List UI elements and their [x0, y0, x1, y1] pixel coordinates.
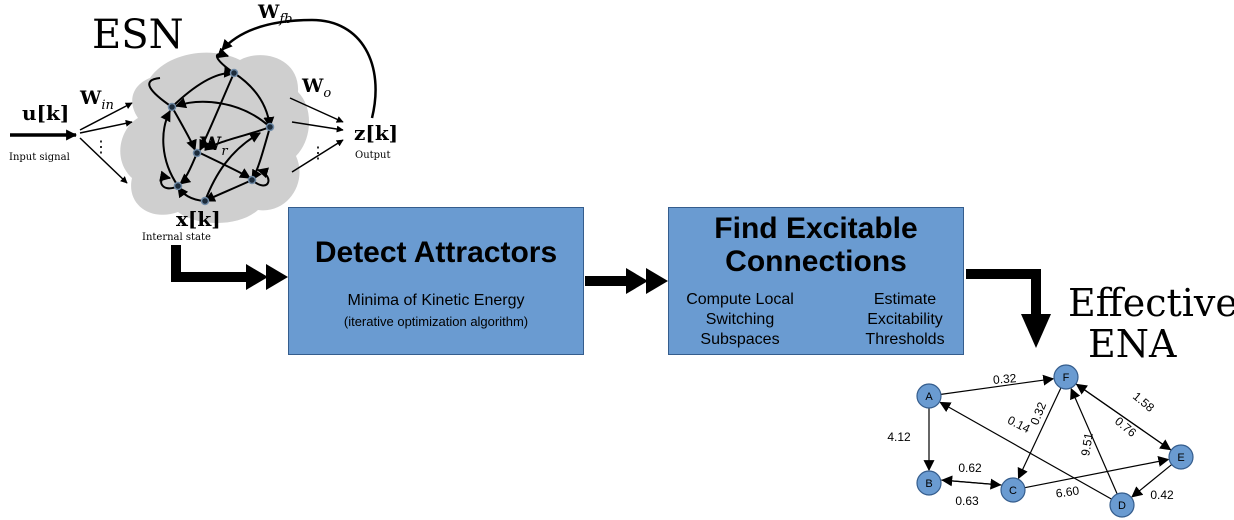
- graph-edge-d-f: [1070, 387, 1118, 495]
- graph-edge-a-f: [940, 374, 1055, 395]
- find-excitable-title-line2: Connections: [725, 245, 907, 278]
- graph-node-e: [1168, 444, 1194, 470]
- reservoir-neurons: [167, 68, 275, 206]
- detect-attractors-line2: (iterative optimization algorithm): [343, 314, 529, 329]
- flow-arrow-3: [966, 269, 1051, 348]
- w-fb-label: Wfb: [257, 1, 292, 27]
- esn-title: ESN: [92, 12, 184, 58]
- input-fan-line: [79, 102, 133, 131]
- w-in-label: Win: [79, 87, 114, 113]
- output-dots: ⋮: [310, 145, 326, 162]
- w-o-label: Wo: [301, 75, 331, 101]
- graph-node-label: B: [925, 478, 932, 490]
- graph-node-label: E: [1177, 452, 1184, 464]
- graph-edge-c-e: [1024, 456, 1170, 489]
- graph-edge-label: 6.60: [1055, 483, 1080, 500]
- input-dots: ⋮: [93, 139, 109, 156]
- output-fan-line: [291, 121, 344, 133]
- graph-node-a: [916, 383, 942, 409]
- graph-edge-label: 0.63: [955, 494, 979, 508]
- graph-edge-label: 1.58: [1130, 389, 1157, 415]
- feedback-arrow: [221, 18, 377, 119]
- graph-edge-f-c: [1017, 387, 1062, 480]
- output-fan-line: [291, 139, 344, 173]
- estimate-line: Excitability: [867, 311, 943, 328]
- graph-edge-e-d: [1131, 464, 1173, 498]
- input-var: u[k]: [22, 101, 69, 125]
- compute-local-subspaces: Compute Local Switching Subspaces: [673, 290, 807, 350]
- graph-edge-label: 4.12: [887, 430, 911, 444]
- output-var: z[k]: [354, 121, 398, 145]
- estimate-line: Estimate: [873, 291, 937, 308]
- detect-attractors-title: Detect Attractors: [314, 236, 558, 269]
- find-excitable-title-line1: Find Excitable: [714, 212, 918, 245]
- flow-arrow-2: [585, 268, 668, 294]
- graph-node-label: F: [1063, 372, 1070, 384]
- result-line1: Effective: [1068, 281, 1234, 325]
- input-fan-line: [79, 119, 133, 134]
- state-var: x[k]: [176, 207, 221, 231]
- output-fan-line: [289, 97, 344, 123]
- flow-arrow-1: [171, 245, 288, 290]
- output-label: Output: [355, 150, 391, 161]
- graph-node-f: [1053, 364, 1079, 390]
- compute-line: Subspaces: [700, 331, 780, 348]
- find-excitable-connections-box: Find Excitable Connections Compute Local…: [668, 207, 964, 355]
- find-excitable-title: Find Excitable Connections: [669, 212, 963, 278]
- graph-edge-label: 0.62: [958, 461, 982, 475]
- result-line2: ENA: [1088, 322, 1177, 366]
- graph-node-label: C: [1009, 485, 1017, 497]
- input-fan-line: [79, 137, 128, 184]
- graph-edge-label: 0.32: [992, 371, 1017, 387]
- graph-node-b: [916, 470, 942, 496]
- graph-node-d: [1109, 492, 1135, 518]
- graph-node-c: [1000, 477, 1026, 503]
- graph-edge-label: 9.51: [1078, 431, 1096, 457]
- state-label: Internal state: [142, 232, 211, 243]
- graph-edge-e-f: [1075, 383, 1172, 451]
- input-label: Input signal: [9, 152, 70, 163]
- detect-attractors-box: Detect Attractors Minima of Kinetic Ener…: [288, 207, 584, 355]
- graph-edge-label: 0.42: [1150, 488, 1174, 502]
- graph-edge-c-b: [941, 475, 1002, 487]
- detect-attractors-line1: Minima of Kinetic Energy: [347, 292, 525, 309]
- w-r-label: Wr: [199, 133, 228, 159]
- graph-edge-d-a: [939, 401, 1112, 500]
- graph-nodes: A B C D E F: [916, 364, 1194, 518]
- graph-node-label: D: [1118, 500, 1126, 512]
- compute-line: Compute Local: [686, 291, 794, 308]
- estimate-line: Thresholds: [865, 331, 945, 348]
- compute-line: Switching: [705, 311, 775, 328]
- graph-node-label: A: [925, 391, 933, 403]
- estimate-thresholds: Estimate Excitability Thresholds: [851, 290, 959, 350]
